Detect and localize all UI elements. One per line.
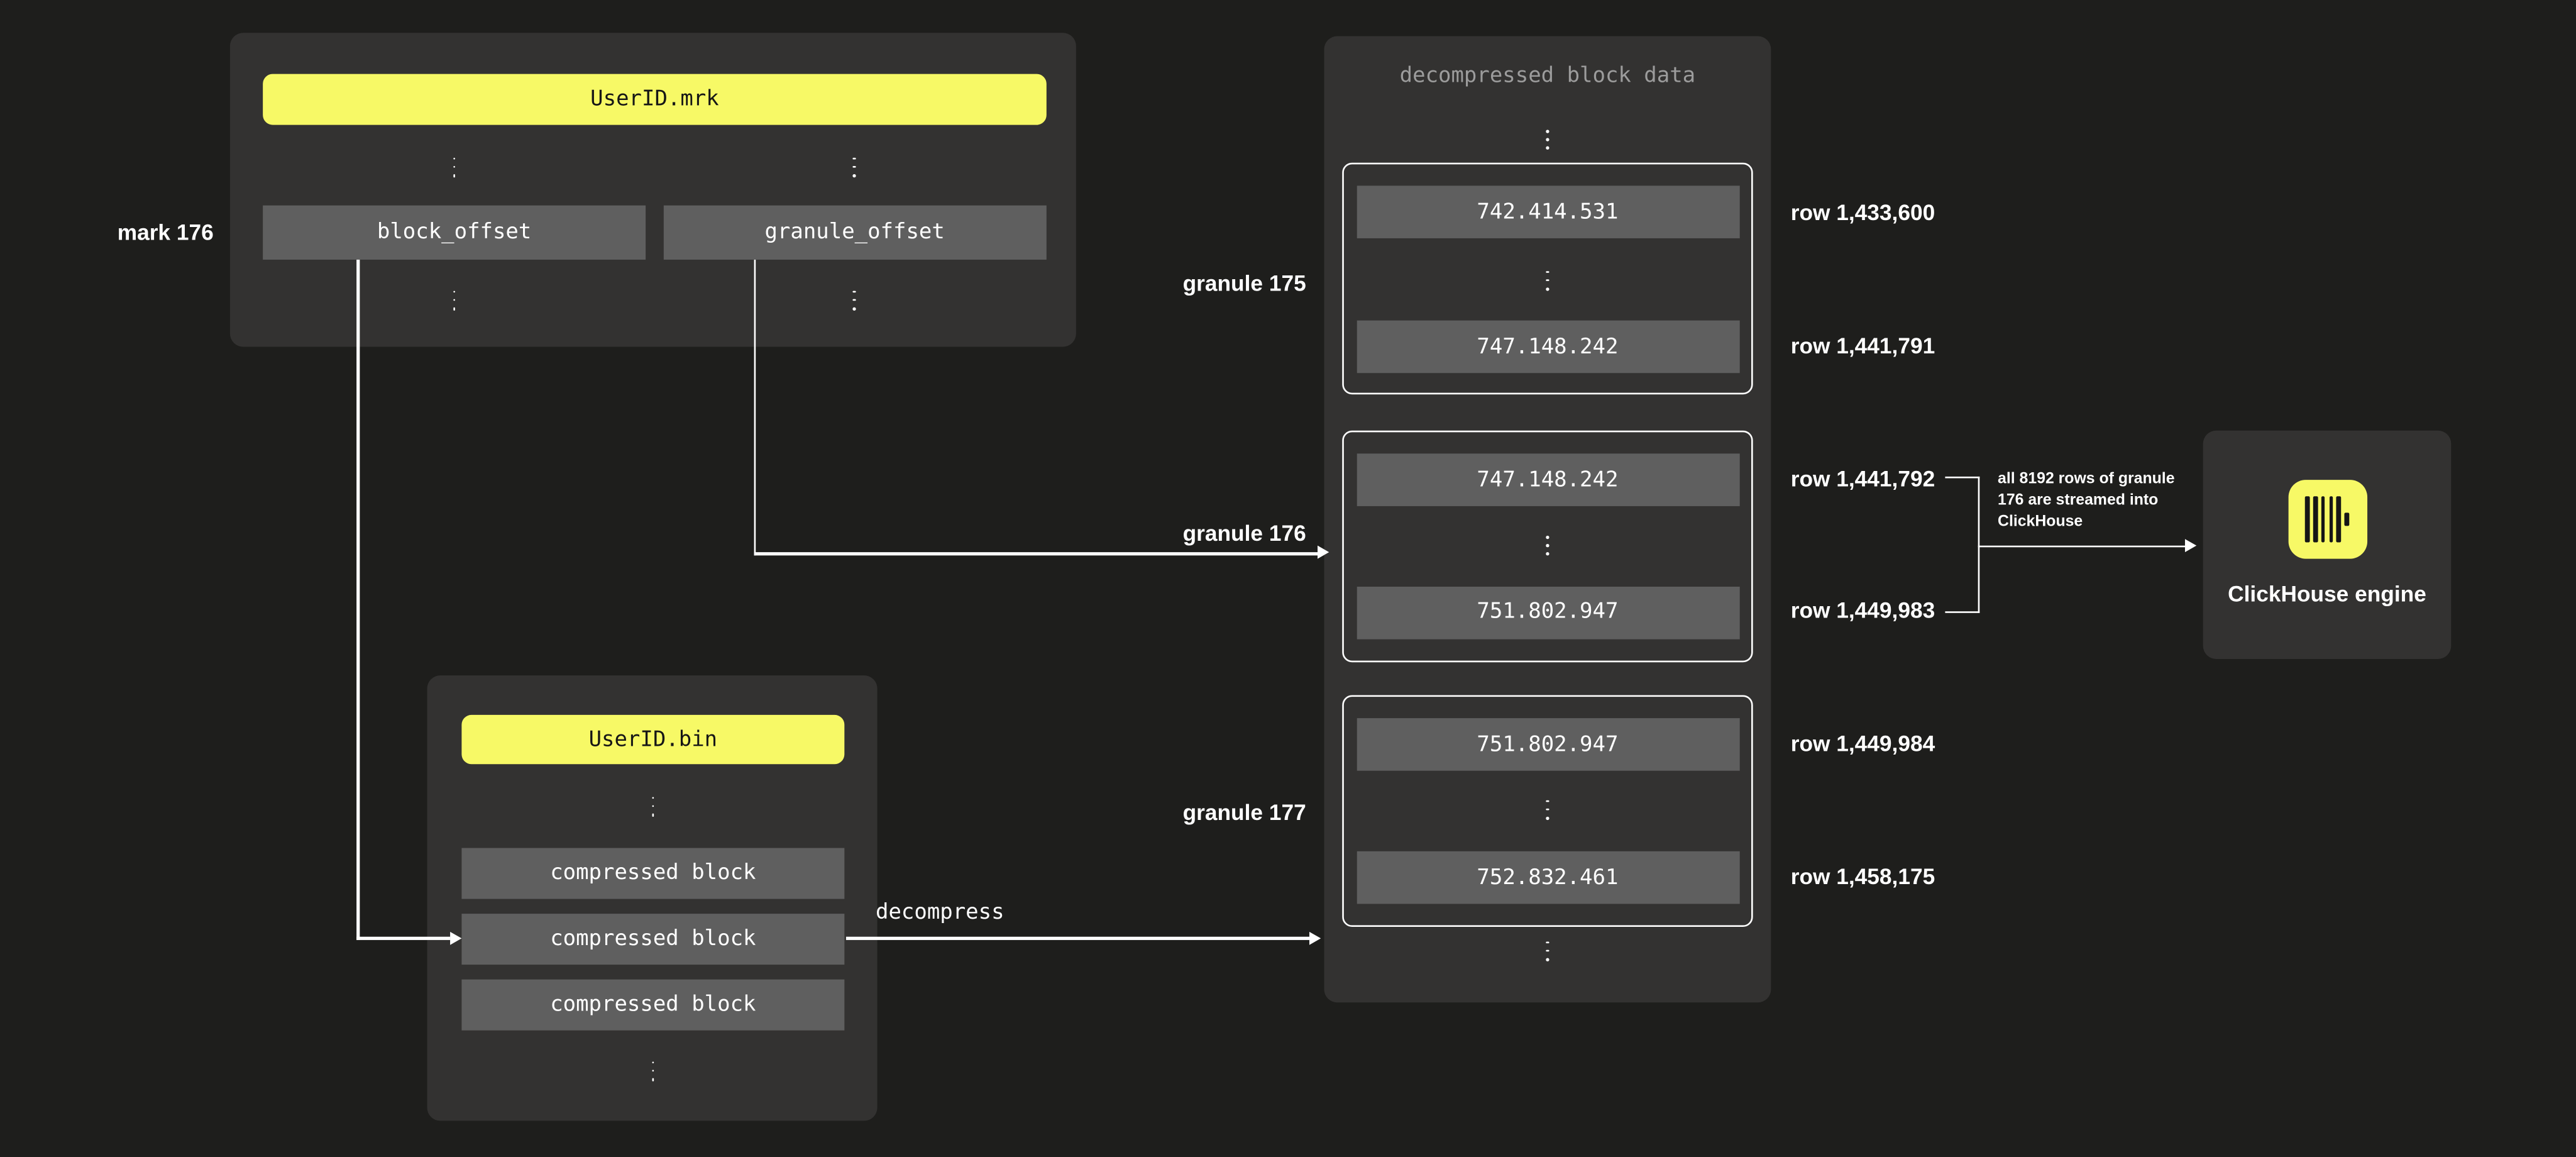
decompress-label: decompress <box>875 899 1005 925</box>
bracket-vertical <box>1977 475 1980 613</box>
engine-label: ClickHouse engine <box>2228 580 2426 606</box>
bracket-bottom-tick <box>1945 610 1980 613</box>
granule-label: granule 177 <box>1182 799 1306 824</box>
vertical-ellipsis-icon <box>651 796 655 816</box>
value-label: 751.802.947 <box>1477 732 1619 757</box>
block-offset-box: block_offset <box>263 205 646 260</box>
compressed-block-box: compressed block <box>461 914 845 965</box>
annotation-text: all 8192 rows of granule 176 are streame… <box>1998 469 2175 530</box>
bracket-top-tick <box>1945 475 1980 479</box>
bin-file-title-box: UserID.bin <box>461 714 845 765</box>
arrow-block-offset-vertical <box>356 259 360 940</box>
value-box: 747.148.242 <box>1356 320 1739 374</box>
bin-file-title: UserID.bin <box>588 727 718 752</box>
value-label: 751.802.947 <box>1477 599 1619 625</box>
granule-group-177 <box>1342 695 1753 927</box>
arrow-decompress <box>845 937 1311 940</box>
row-label: row 1,441,791 <box>1790 333 1935 358</box>
decompressed-title: decompressed block data <box>1399 64 1696 89</box>
row-label: row 1,441,792 <box>1790 467 1935 492</box>
row-label: row 1,449,984 <box>1790 731 1935 756</box>
row-label: row 1,458,175 <box>1790 864 1935 889</box>
value-box: 742.414.531 <box>1356 185 1739 238</box>
value-label: 742.414.531 <box>1477 199 1619 224</box>
value-label: 747.148.242 <box>1477 334 1619 360</box>
value-box: 751.802.947 <box>1356 585 1739 639</box>
value-box: 752.832.461 <box>1356 851 1739 904</box>
vertical-ellipsis-icon <box>1546 799 1549 819</box>
vertical-ellipsis-icon <box>1546 270 1549 291</box>
arrow-block-offset-horizontal <box>356 937 451 940</box>
granule-label: granule 175 <box>1182 270 1306 296</box>
vertical-ellipsis-icon <box>651 1061 655 1081</box>
mrk-file-title-box: UserID.mrk <box>263 74 1047 125</box>
arrow-granule-offset-horizontal <box>753 552 1319 555</box>
granule-group-175 <box>1342 162 1753 395</box>
vertical-ellipsis-icon <box>1546 536 1549 556</box>
granule-label: granule 176 <box>1182 520 1306 545</box>
arrowhead-icon <box>1318 546 1329 560</box>
arrow-granule-offset-vertical <box>753 259 756 555</box>
vertical-ellipsis-icon <box>453 157 456 177</box>
mrk-file-title: UserID.mrk <box>590 87 719 112</box>
vertical-ellipsis-icon <box>1546 130 1549 150</box>
compressed-block-label: compressed block <box>550 992 756 1017</box>
arrowhead-icon <box>1309 931 1321 944</box>
compressed-block-box: compressed block <box>461 848 845 899</box>
row-label: row 1,449,983 <box>1790 598 1935 623</box>
granule-offset-box: granule_offset <box>663 205 1047 260</box>
vertical-ellipsis-icon <box>453 290 456 310</box>
mark-label: mark 176 <box>117 219 214 245</box>
vertical-ellipsis-icon <box>1546 941 1549 961</box>
value-label: 752.832.461 <box>1477 865 1619 890</box>
value-box: 751.802.947 <box>1356 718 1739 771</box>
compressed-block-label: compressed block <box>550 927 756 952</box>
granule-group-176 <box>1342 430 1753 663</box>
compressed-block-label: compressed block <box>550 861 756 886</box>
vertical-ellipsis-icon <box>852 157 856 177</box>
arrowhead-icon <box>449 931 461 944</box>
granule-offset-label: granule_offset <box>764 220 945 245</box>
row-label: row 1,433,600 <box>1790 200 1935 225</box>
value-label: 747.148.242 <box>1477 467 1619 492</box>
value-box: 747.148.242 <box>1356 453 1739 506</box>
arrow-to-engine <box>1977 545 2186 548</box>
clickhouse-logo-icon <box>2287 480 2367 559</box>
block-offset-label: block_offset <box>377 220 532 245</box>
arrowhead-icon <box>2184 538 2197 552</box>
compressed-block-box: compressed block <box>461 979 845 1031</box>
vertical-ellipsis-icon <box>852 290 856 310</box>
